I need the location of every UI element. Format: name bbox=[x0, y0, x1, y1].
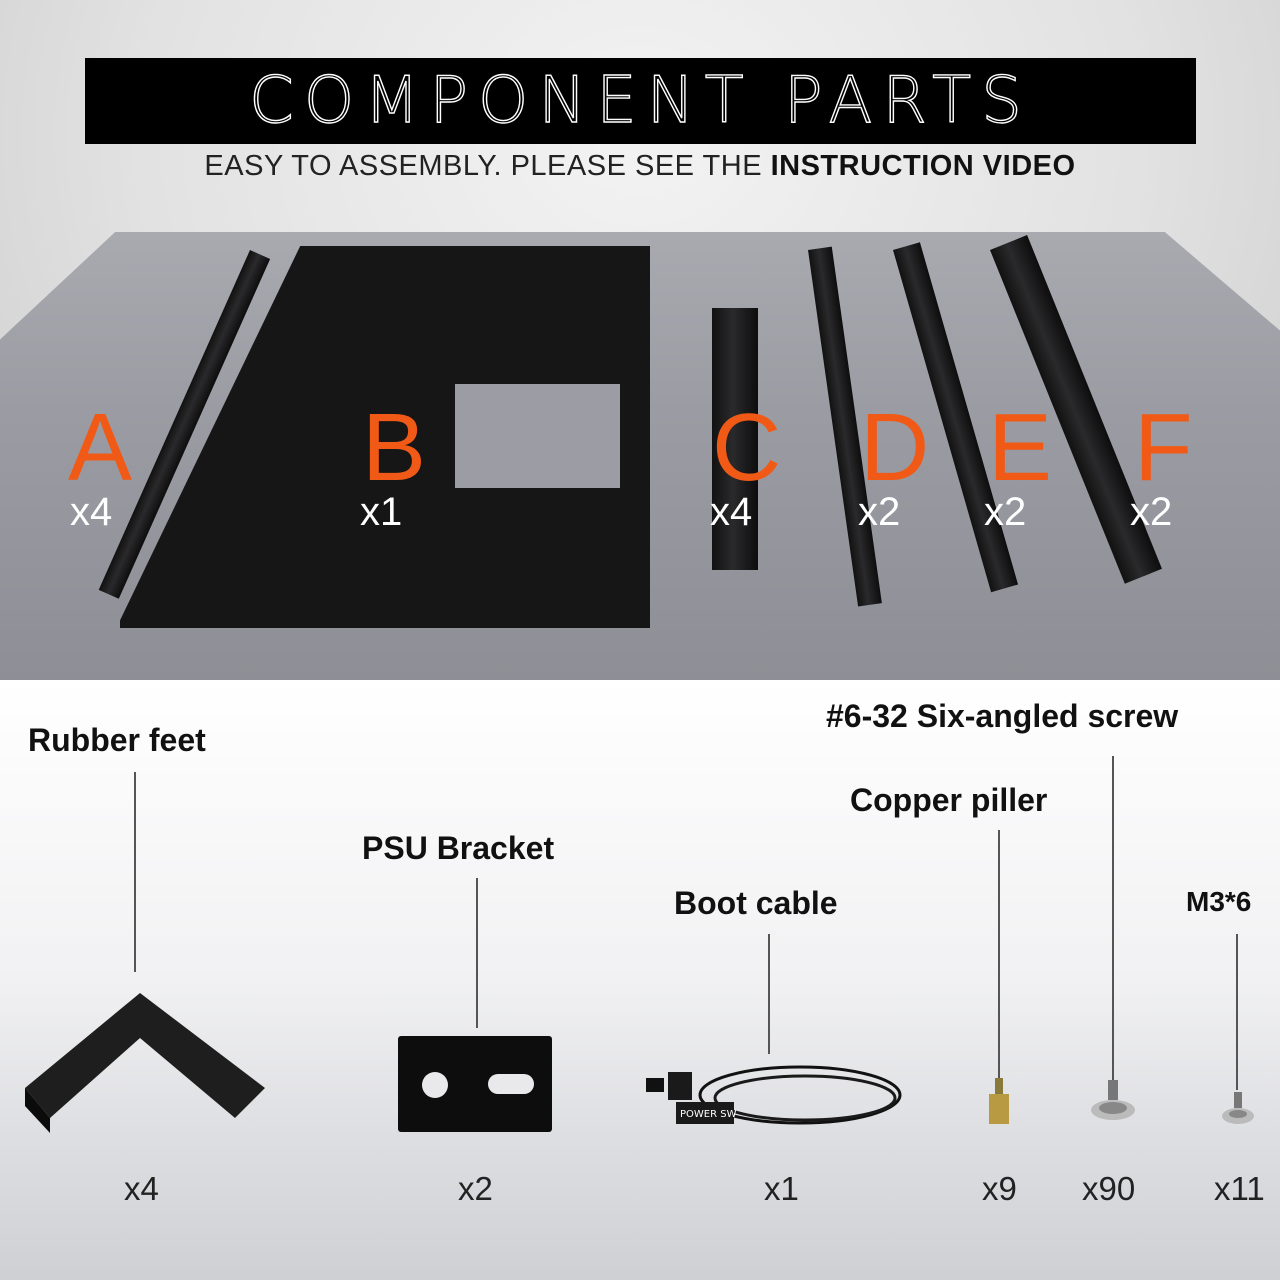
copper-piller-image bbox=[989, 1078, 1009, 1124]
part-c-rail bbox=[712, 308, 758, 570]
copper-piller-label: Copper piller bbox=[850, 782, 1048, 818]
part-f-qty: x2 bbox=[1130, 490, 1173, 534]
rubber-feet-qty: x4 bbox=[124, 1170, 159, 1207]
part-a-qty: x4 bbox=[70, 490, 113, 534]
part-a-letter: A bbox=[68, 394, 133, 501]
copper-piller-leader bbox=[998, 830, 1000, 1080]
subtitle: EASY TO ASSEMBLY. PLEASE SEE THE INSTRUC… bbox=[0, 150, 1280, 183]
six-angled-screw-qty: x90 bbox=[1082, 1170, 1136, 1207]
psu-bracket-image bbox=[398, 1036, 552, 1132]
six-angled-screw-leader bbox=[1112, 756, 1114, 1082]
part-e-letter: E bbox=[988, 394, 1053, 501]
rubber-feet-label: Rubber feet bbox=[28, 722, 206, 758]
page-title: COMPONENT PARTS bbox=[248, 63, 1032, 138]
accessories-background bbox=[0, 680, 1280, 1280]
plate-cutout bbox=[455, 384, 620, 488]
boot-cable-leader bbox=[768, 934, 770, 1054]
part-c-qty: x4 bbox=[710, 490, 753, 534]
subtitle-text: EASY TO ASSEMBLY. PLEASE SEE THE bbox=[204, 150, 771, 182]
rubber-feet-image bbox=[25, 993, 265, 1133]
m3-6-qty: x11 bbox=[1214, 1170, 1265, 1207]
boot-cable-qty: x1 bbox=[764, 1170, 799, 1207]
part-c-letter: C bbox=[712, 394, 782, 501]
part-f-letter: F bbox=[1134, 394, 1193, 501]
part-e-qty: x2 bbox=[984, 490, 1027, 534]
psu-bracket-label: PSU Bracket bbox=[362, 830, 555, 866]
psu-bracket-leader bbox=[476, 878, 478, 1028]
six-angled-screw-label: #6-32 Six-angled screw bbox=[826, 698, 1179, 734]
part-b-qty: x1 bbox=[360, 490, 403, 534]
m3-6-leader bbox=[1236, 934, 1238, 1090]
copper-piller-qty: x9 bbox=[982, 1170, 1017, 1207]
m3-6-label: M3*6 bbox=[1186, 886, 1252, 917]
boot-cable-label: Boot cable bbox=[674, 885, 838, 921]
title-banner: COMPONENT PARTS bbox=[85, 58, 1196, 144]
power-sw-tag: POWER SW bbox=[680, 1109, 737, 1120]
boot-cable-image: POWER SW bbox=[646, 1065, 902, 1125]
part-b-letter: B bbox=[362, 394, 427, 501]
m3-6-screw-image bbox=[1222, 1092, 1254, 1124]
six-angled-screw-image bbox=[1091, 1080, 1135, 1120]
part-d-qty: x2 bbox=[858, 490, 901, 534]
rubber-feet-leader bbox=[134, 772, 136, 972]
part-d-letter: D bbox=[860, 394, 930, 501]
instruction-video-link[interactable]: INSTRUCTION VIDEO bbox=[770, 150, 1076, 182]
psu-bracket-qty: x2 bbox=[458, 1170, 493, 1207]
